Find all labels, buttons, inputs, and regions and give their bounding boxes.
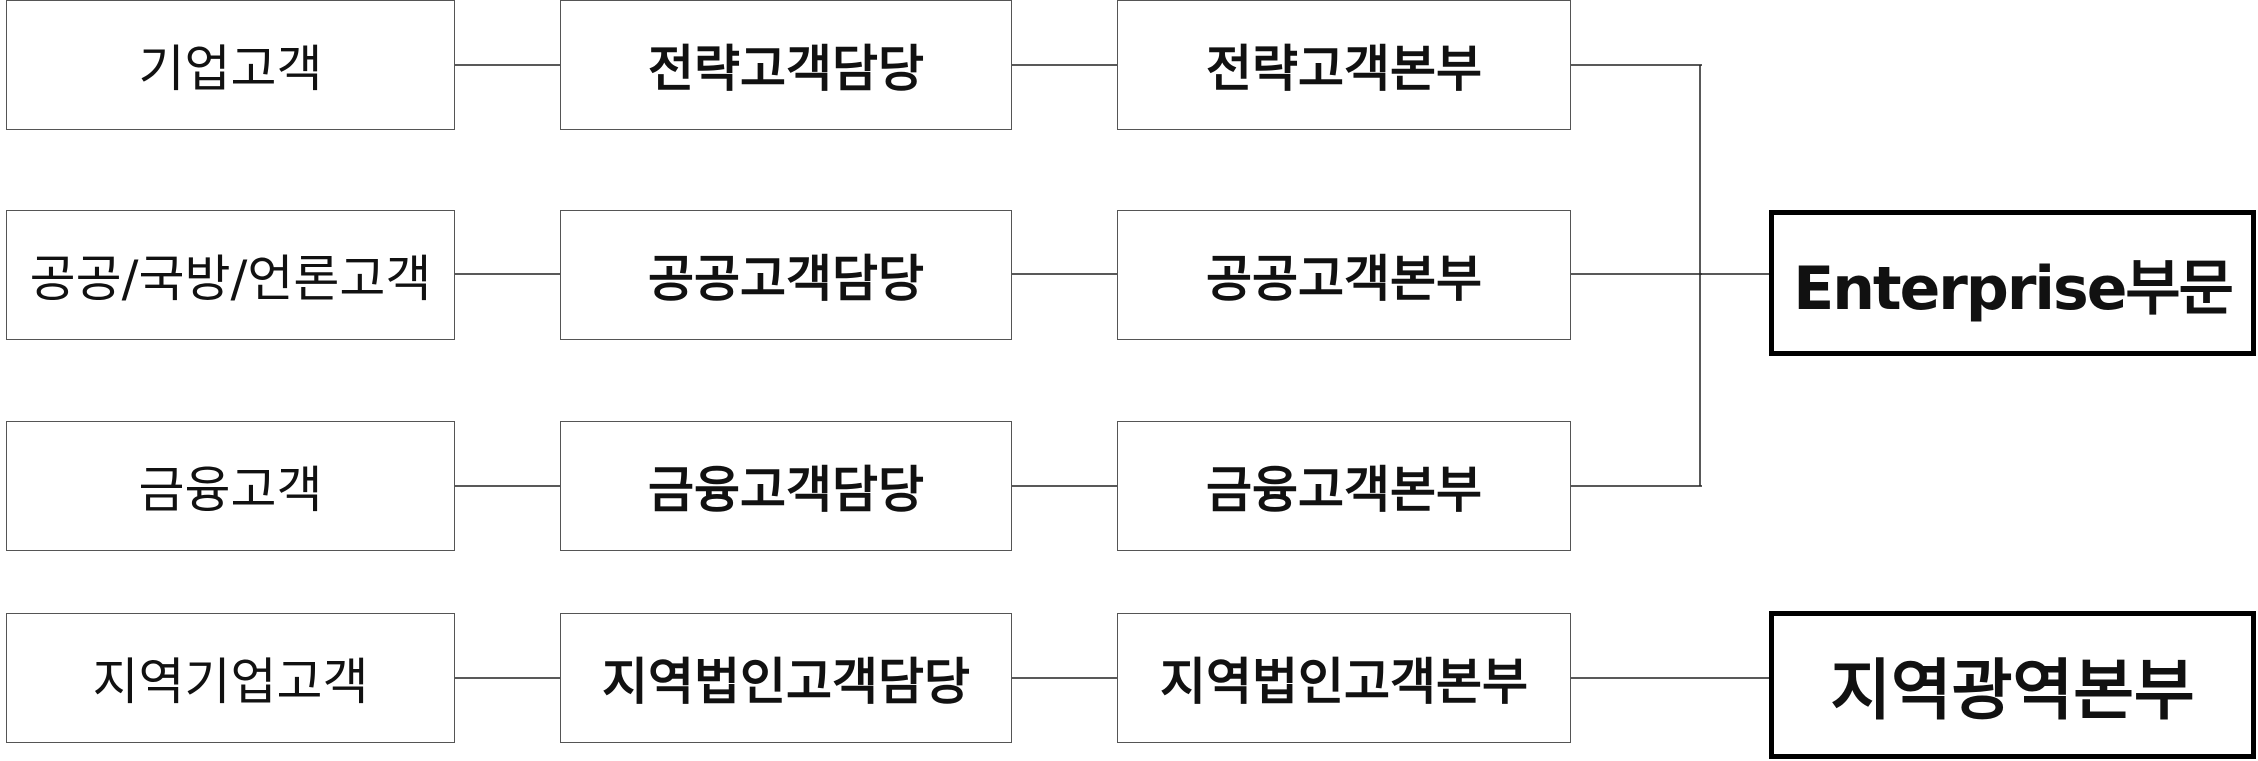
regional-group-label: 지역광역본부	[1830, 652, 2195, 729]
team-box-4: 지역법인고객담당	[560, 613, 1012, 743]
customer-label: 기업고객	[138, 40, 323, 98]
customer-box-1: 기업고객	[6, 0, 455, 130]
team-label: 지역법인고객담당	[602, 653, 970, 711]
team-label: 공공고객담당	[648, 250, 924, 308]
division-label: 전략고객본부	[1206, 40, 1482, 98]
team-box-1: 전략고객담당	[560, 0, 1012, 130]
division-label: 지역법인고객본부	[1160, 653, 1528, 711]
team-box-2: 공공고객담당	[560, 210, 1012, 340]
division-box-3: 금융고객본부	[1117, 421, 1571, 551]
division-box-1: 전략고객본부	[1117, 0, 1571, 130]
division-box-2: 공공고객본부	[1117, 210, 1571, 340]
customer-box-3: 금융고객	[6, 421, 455, 551]
division-label: 금융고객본부	[1206, 461, 1482, 519]
customer-label: 금융고객	[138, 461, 323, 519]
customer-label: 지역기업고객	[92, 653, 369, 711]
customer-box-2: 공공/국방/언론고객	[6, 210, 455, 340]
team-label: 전략고객담당	[648, 40, 924, 98]
division-label: 공공고객본부	[1206, 250, 1482, 308]
team-box-3: 금융고객담당	[560, 421, 1012, 551]
team-label: 금융고객담당	[648, 461, 924, 519]
enterprise-group-label: Enterprise부문	[1793, 253, 2234, 324]
customer-label: 공공/국방/언론고객	[29, 250, 432, 308]
enterprise-group-box: Enterprise부문	[1769, 210, 2256, 356]
regional-group-box: 지역광역본부	[1769, 611, 2256, 759]
customer-box-4: 지역기업고객	[6, 613, 455, 743]
division-box-4: 지역법인고객본부	[1117, 613, 1571, 743]
